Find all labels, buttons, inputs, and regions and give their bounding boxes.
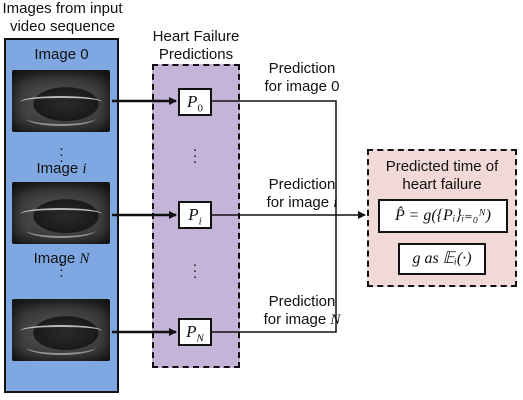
aggregator-box: g as 𝔼ᵢ(·) bbox=[398, 243, 486, 275]
ultrasound-image-0 bbox=[12, 70, 110, 132]
prediction-label-0: Prediction for image 0 bbox=[242, 60, 362, 96]
output-title: Predicted time of heart failure bbox=[367, 158, 517, 194]
ultrasound-image-n bbox=[12, 299, 110, 361]
image-n-word: Image bbox=[33, 250, 80, 267]
vertical-ellipsis: . . . bbox=[59, 137, 64, 166]
image-n-index: N bbox=[79, 251, 90, 267]
vertical-ellipsis-2: . . . bbox=[59, 252, 64, 281]
pred-title-line-2: Predictions bbox=[158, 46, 234, 63]
prediction-box-n: PN bbox=[178, 318, 212, 346]
aggregator-text: g as 𝔼ᵢ(·) bbox=[412, 250, 472, 267]
prediction-box-0: P0 bbox=[178, 88, 212, 116]
pred-ellipsis-2: . . . bbox=[192, 253, 198, 282]
input-title-line-1: Images from input bbox=[2, 0, 123, 17]
output-title-line-1: Predicted time of bbox=[385, 158, 499, 175]
input-title-line-2: video sequence bbox=[9, 18, 116, 35]
image-i-label: Image i bbox=[4, 160, 119, 178]
pred-column-title: Heart Failure Predictions bbox=[148, 28, 244, 64]
output-title-line-2: heart failure bbox=[402, 176, 482, 193]
prediction-box-i: Pi bbox=[178, 201, 212, 229]
pred-title-line-1: Heart Failure bbox=[152, 28, 240, 45]
pred-0-index: 0 bbox=[331, 78, 340, 95]
aggregation-formula: P̂ = g({Pᵢ}ᵢ₌₀ᴺ) bbox=[395, 207, 491, 224]
ultrasound-image-i bbox=[12, 182, 110, 244]
image-i-index: i bbox=[82, 161, 87, 177]
image-0-label: Image 0 bbox=[34, 46, 89, 63]
pred-ellipsis-1: . . . bbox=[192, 138, 198, 167]
line-p0-to-merge bbox=[212, 100, 337, 215]
pred-0-line2: for image 0 bbox=[264, 78, 340, 95]
line-pn-to-merge bbox=[212, 215, 337, 333]
image-n-label: Image N bbox=[4, 250, 119, 268]
input-column-title: Images from input video sequence bbox=[0, 0, 125, 36]
image-i-word: Image bbox=[36, 160, 83, 177]
aggregation-formula-box: P̂ = g({Pᵢ}ᵢ₌₀ᴺ) bbox=[378, 199, 508, 233]
